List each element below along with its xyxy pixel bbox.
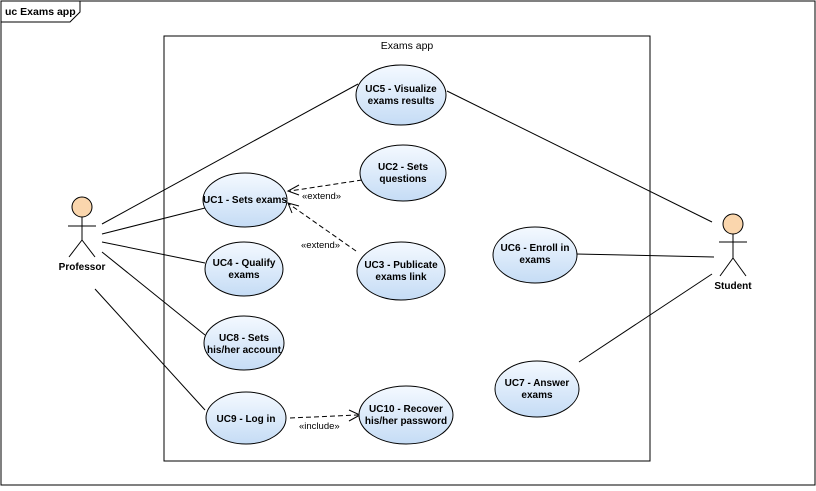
extend-uc3-uc1[interactable] <box>288 203 357 252</box>
use-case-uc6-line-2: exams <box>519 255 551 266</box>
use-case-uc8-line-1: UC8 - Sets <box>219 333 269 344</box>
use-case-uc10-line-1: UC10 - Recover <box>369 404 443 415</box>
use-case-uc5-line-2: exams results <box>368 96 435 107</box>
use-case-uc5-shape <box>355 64 447 126</box>
use-case-uc8-shape <box>203 315 285 371</box>
assoc-uc6-student[interactable] <box>575 253 715 258</box>
frame-title: uc Exams app <box>5 6 76 18</box>
use-case-uc6-line-1: UC6 - Enroll in <box>501 243 570 254</box>
use-case-uc3-line-2: exams link <box>375 272 427 283</box>
assoc-professor-uc9[interactable] <box>94 288 206 411</box>
use-case-uc2-line-1: UC2 - Sets <box>378 162 428 173</box>
use-case-uc8-line-2: his/her account <box>207 345 282 356</box>
actor-professor-leg-right <box>81 239 96 258</box>
frame-title-tab <box>0 0 81 23</box>
use-case-uc9-shape <box>205 391 287 445</box>
use-case-uc7-line-1: UC7 - Answer <box>505 378 570 389</box>
assoc-professor-uc8[interactable] <box>101 251 206 336</box>
use-case-uc7-line-2: exams <box>521 390 553 401</box>
extend-uc2-uc1[interactable] <box>289 179 363 192</box>
use-case-uc9-label: UC9 - Log in <box>217 414 276 425</box>
actor-student[interactable] <box>719 213 747 277</box>
use-case-uc9[interactable]: UC9 - Log in <box>205 391 287 445</box>
actor-student-label: Student <box>714 281 752 292</box>
actor-student-head-icon <box>722 213 744 235</box>
use-case-uc4-line-1: UC4 - Qualify <box>213 258 276 269</box>
system-title: Exams app <box>381 40 434 52</box>
include-label-uc10: «include» <box>299 421 340 432</box>
assoc-professor-uc1[interactable] <box>101 207 206 235</box>
use-case-uc4-line-2: exams <box>228 270 260 281</box>
actor-professor-leg-left <box>68 239 83 258</box>
use-case-uc5-line-1: UC5 - Visualize <box>365 84 437 95</box>
use-case-uc3-shape <box>356 241 446 301</box>
actor-student-leg-left <box>719 257 734 277</box>
associations <box>94 83 715 411</box>
use-case-uc1-shape <box>202 172 288 228</box>
assoc-professor-uc4[interactable] <box>101 241 206 264</box>
extend-label-uc3: «extend» <box>301 240 340 251</box>
use-case-uc6-shape <box>492 226 578 284</box>
use-case-uc1[interactable]: UC1 - Sets exams <box>202 172 288 228</box>
include-uc9-uc10[interactable] <box>289 414 359 419</box>
extend-label-uc2: «extend» <box>302 191 341 202</box>
actor-professor-head-icon <box>71 196 93 218</box>
extend-uc3-uc1-arrowhead <box>287 202 300 214</box>
extend-uc2-uc1-arrowhead <box>286 184 300 196</box>
actor-professor[interactable] <box>68 196 96 258</box>
actor-student-leg-right <box>732 257 747 277</box>
use-case-uc1-label: UC1 - Sets exams <box>203 195 287 206</box>
use-case-uc3-line-1: UC3 - Publicate <box>364 260 438 271</box>
use-case-uc7-shape <box>494 360 580 418</box>
use-case-uc2-line-2: questions <box>379 174 427 185</box>
actor-professor-label: Professor <box>59 262 106 273</box>
use-case-uc4-shape <box>204 241 284 297</box>
assoc-uc7-student[interactable] <box>578 273 713 363</box>
use-case-uc10-shape <box>358 385 454 445</box>
assoc-professor-uc5[interactable] <box>101 83 359 225</box>
use-case-uc2-shape <box>359 144 447 202</box>
use-case-uc10-line-2: his/her password <box>365 416 447 427</box>
assoc-uc5-student[interactable] <box>446 90 713 223</box>
